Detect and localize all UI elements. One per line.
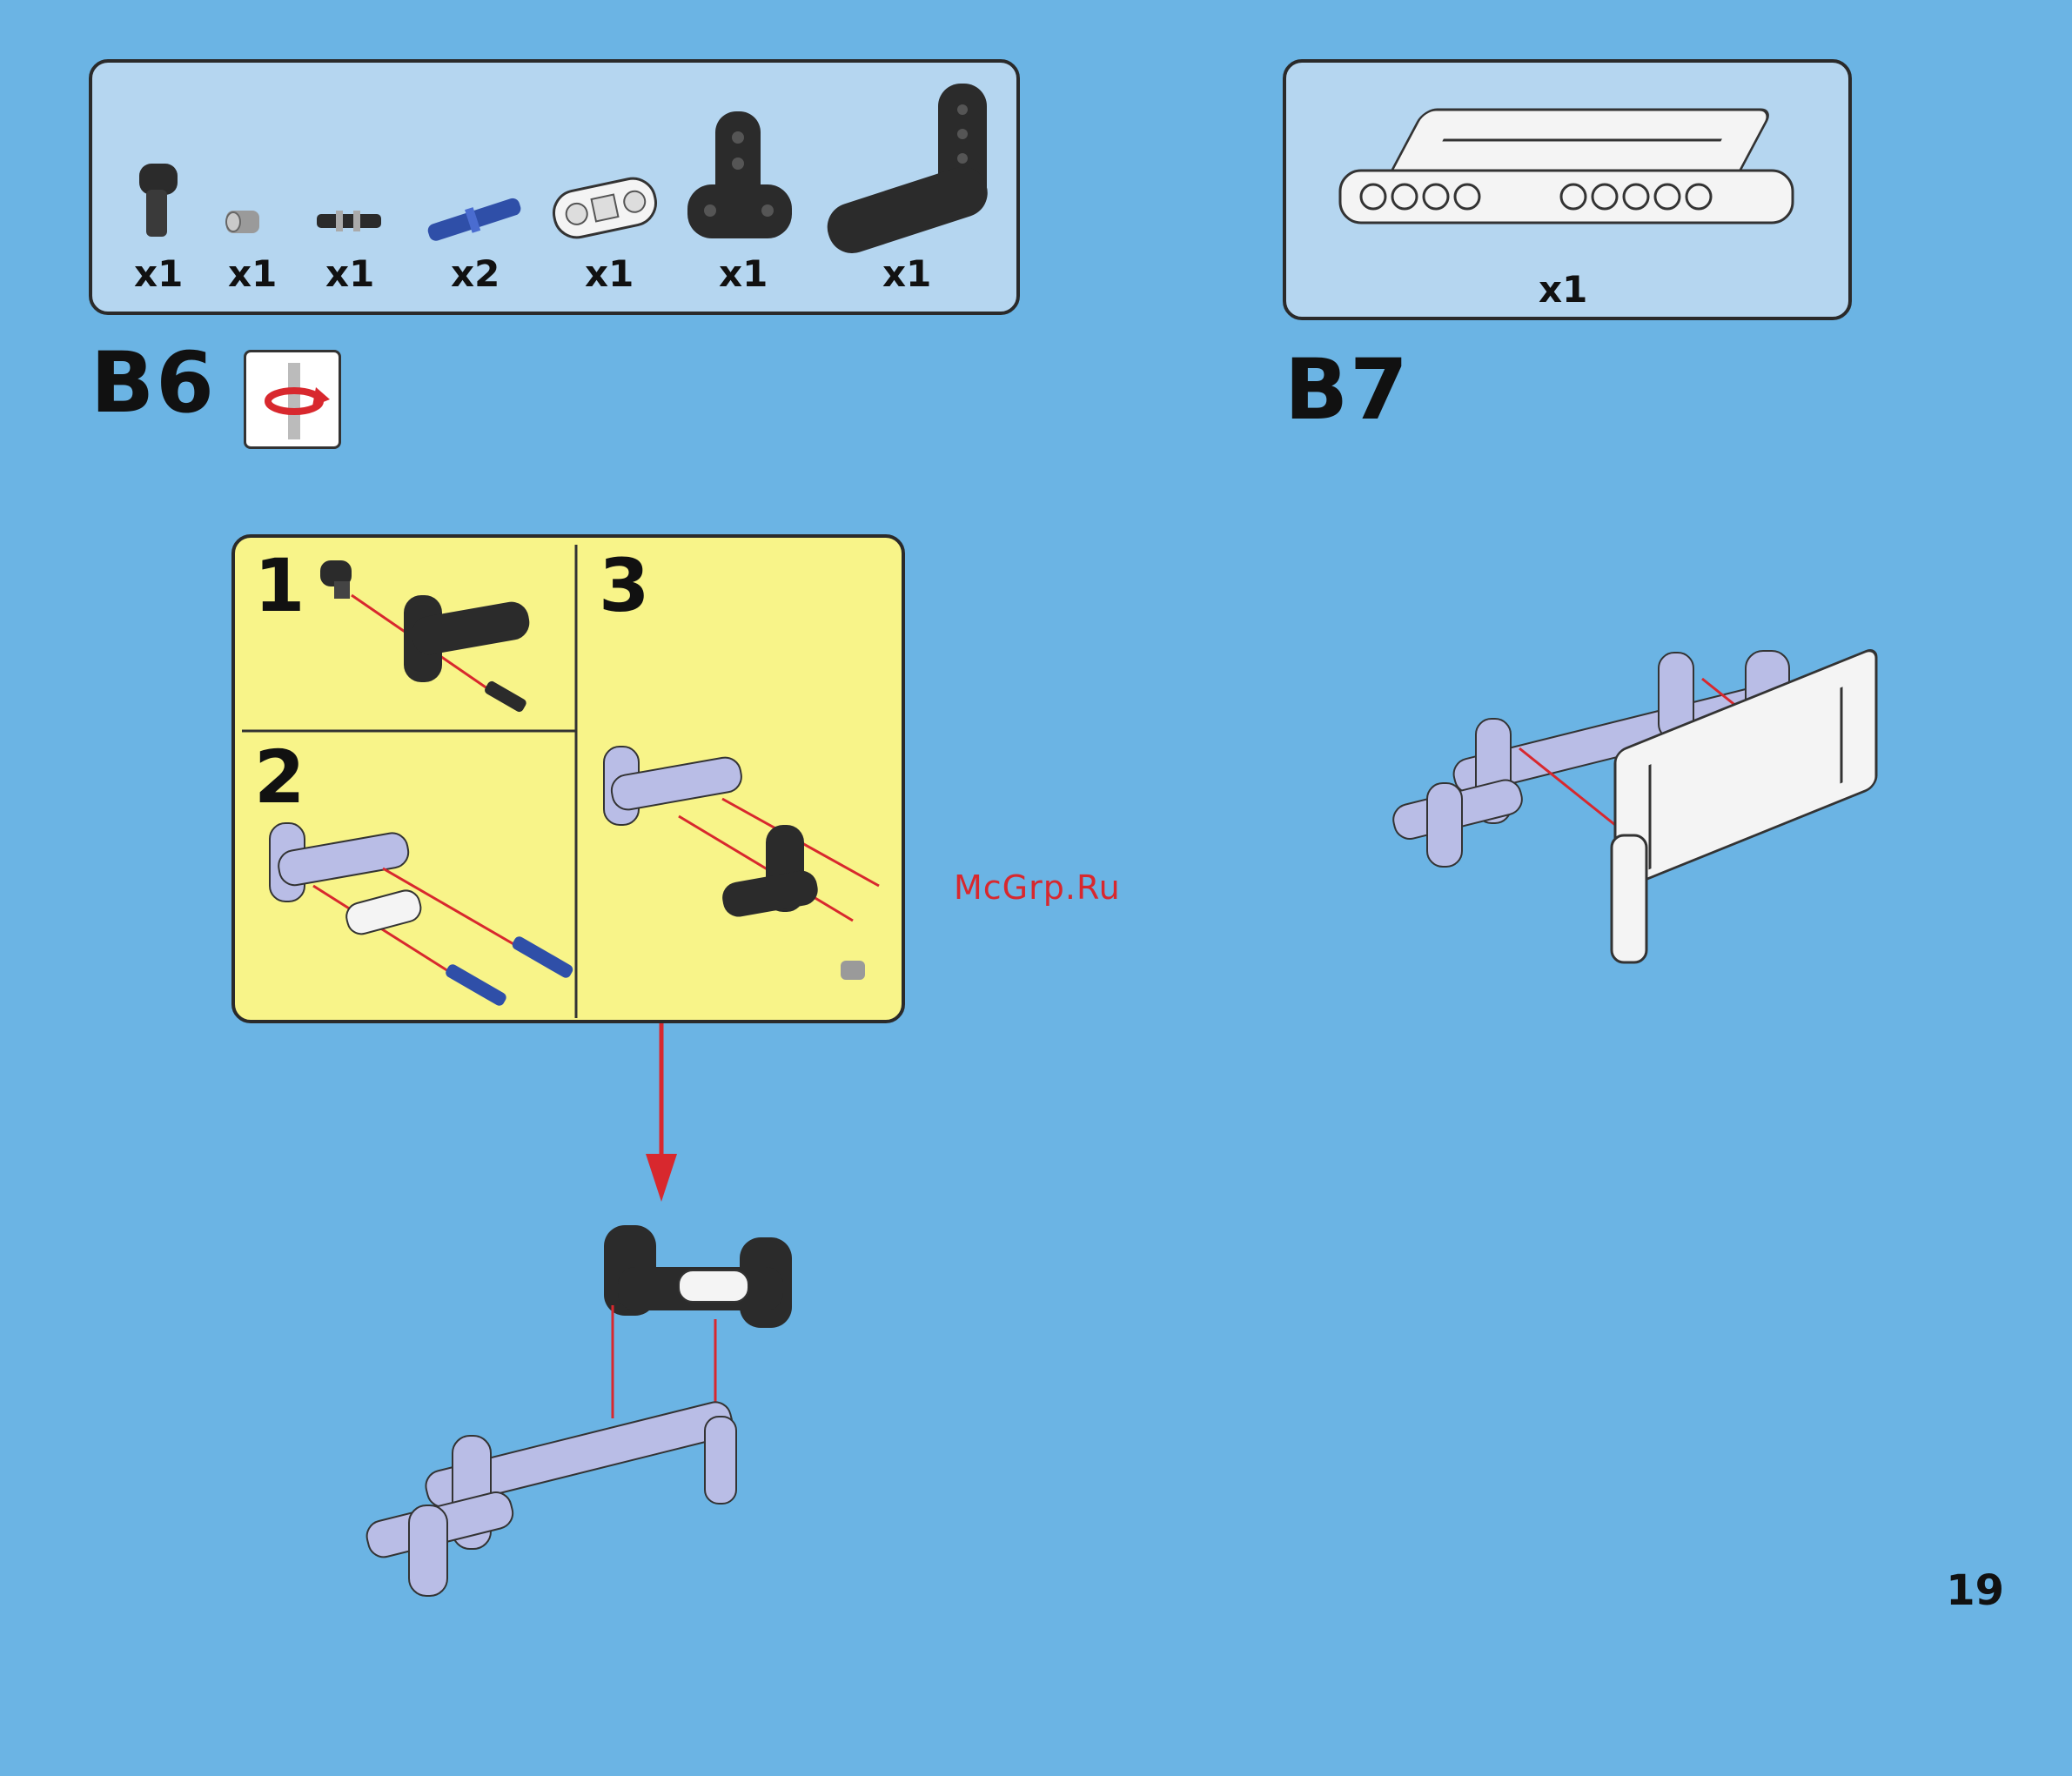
assembly-arrow (644, 1023, 679, 1206)
substep-number-2: 2 (254, 734, 305, 820)
step-label-b7: B7 (1284, 341, 1410, 439)
substep-3-illustration (592, 738, 896, 999)
rotate-model-icon (244, 350, 341, 449)
substep-number-3: 3 (599, 543, 649, 628)
qty-black-axle-pin: x1 (325, 252, 374, 295)
white-panel-part (1338, 75, 1800, 249)
substep-1-illustration (313, 555, 557, 729)
black-pin-joint-part (127, 160, 197, 247)
parts-box-b7: x1 (1283, 59, 1852, 320)
blue-pin-part (423, 193, 527, 245)
qty-black-t-beam: x1 (719, 252, 768, 295)
b6-assembly-illustration (357, 1218, 809, 1601)
substep-2-illustration (252, 816, 574, 1016)
black-axle-pin-part (315, 204, 385, 238)
gray-bush-part (223, 205, 266, 240)
black-t-beam-part (684, 106, 797, 245)
step-label-b6: B6 (91, 334, 216, 432)
qty-white-panel: x1 (1539, 268, 1587, 311)
watermark: McGrp.Ru (954, 868, 1121, 907)
substeps-panel: 1 2 3 (231, 534, 905, 1023)
white-beam-part (548, 171, 661, 245)
qty-white-beam: x1 (585, 252, 634, 295)
b7-assembly-illustration (1389, 635, 1876, 966)
black-l-beam-part (821, 80, 1004, 245)
qty-blue-pin: x2 (451, 252, 500, 295)
qty-black-l-beam: x1 (882, 252, 931, 295)
page-number: 19 (1946, 1566, 2004, 1615)
parts-box-b6: x1 x1 x1 x2 x1 x1 (89, 59, 1020, 315)
substep-number-1: 1 (254, 543, 305, 628)
qty-black-pin-joint: x1 (134, 252, 183, 295)
qty-gray-bush: x1 (228, 252, 277, 295)
